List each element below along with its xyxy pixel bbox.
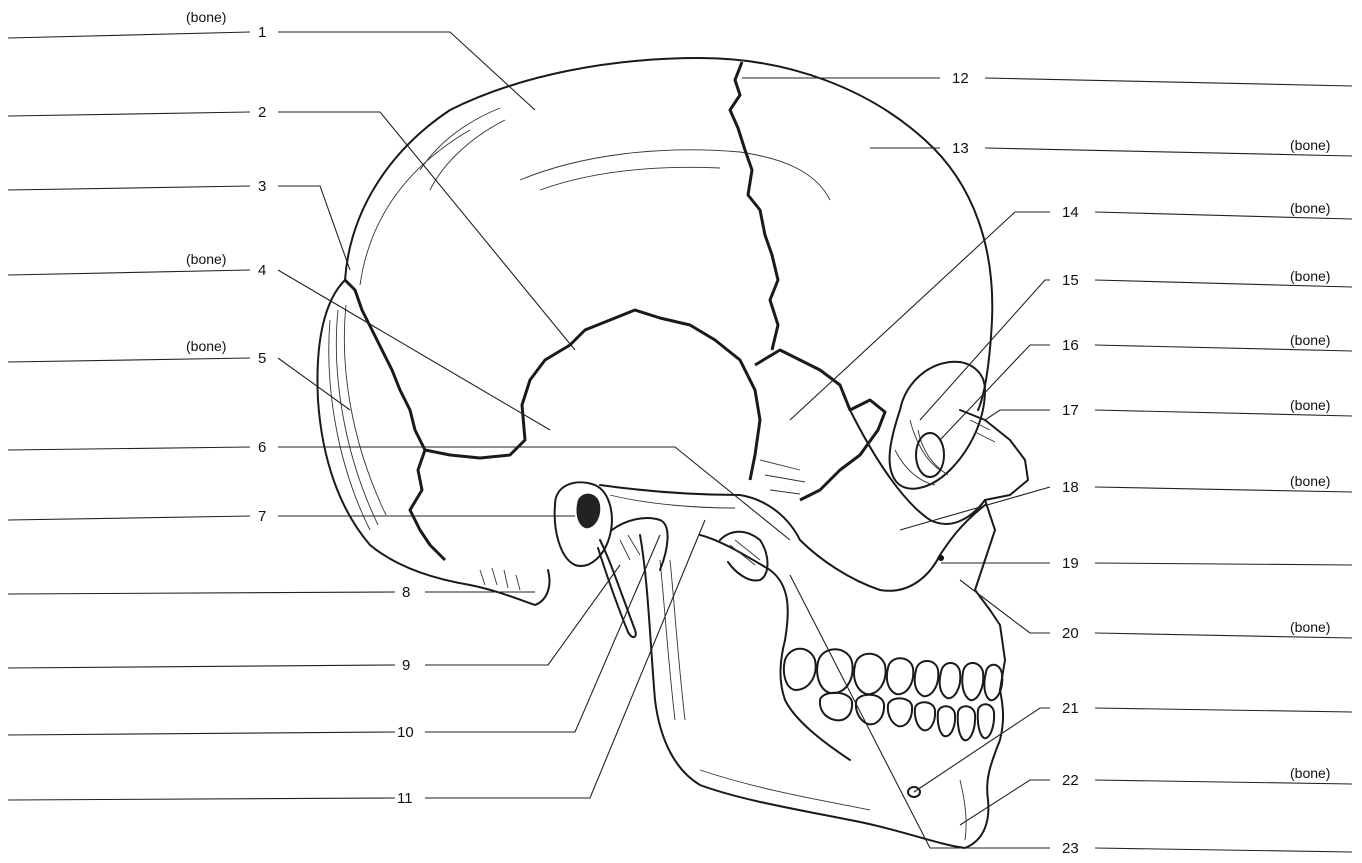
label-number-6: 6 <box>258 439 266 456</box>
cranium-ridge <box>360 130 470 285</box>
upper-teeth <box>784 649 1002 700</box>
bone-label-18: (bone) <box>1290 473 1330 489</box>
bone-label-20: (bone) <box>1290 619 1330 635</box>
label-number-13: 13 <box>952 140 969 157</box>
bone-label-5: (bone) <box>186 338 226 354</box>
bone-label-15: (bone) <box>1290 268 1330 284</box>
label-number-5: 5 <box>258 350 266 367</box>
occipital-outline <box>317 280 549 605</box>
mandible-outline <box>640 535 1003 848</box>
lambdoid-suture <box>345 280 445 560</box>
label-number-10: 10 <box>397 724 414 741</box>
nasal-outline <box>960 410 1028 500</box>
label-number-1: 1 <box>258 24 266 41</box>
label-number-11: 11 <box>397 790 413 807</box>
label-number-14: 14 <box>1062 204 1079 221</box>
bone-label-22: (bone) <box>1290 765 1330 781</box>
label-number-8: 8 <box>402 584 410 601</box>
label-number-23: 23 <box>1062 840 1079 857</box>
orbit-outline <box>890 362 985 489</box>
label-number-9: 9 <box>402 657 410 674</box>
label-number-15: 15 <box>1062 272 1079 289</box>
bone-label-13: (bone) <box>1290 137 1330 153</box>
label-number-20: 20 <box>1062 625 1079 642</box>
label-number-7: 7 <box>258 508 266 525</box>
bone-label-16: (bone) <box>1290 332 1330 348</box>
label-number-21: 21 <box>1062 700 1079 717</box>
zygomatic-arch <box>600 485 985 591</box>
lower-teeth <box>820 693 994 740</box>
label-number-16: 16 <box>1062 337 1079 354</box>
cranium-outline <box>345 58 992 410</box>
label-number-2: 2 <box>258 104 266 121</box>
sphenoid-outline <box>755 350 885 500</box>
coronal-suture <box>730 62 778 350</box>
skull-illustration <box>317 58 1028 848</box>
label-number-18: 18 <box>1062 479 1079 496</box>
label-number-3: 3 <box>258 178 266 195</box>
bone-label-17: (bone) <box>1290 397 1330 413</box>
infraorbital-foramen <box>938 555 944 561</box>
answer-lines <box>8 32 1352 852</box>
bone-label-1: (bone) <box>186 9 226 25</box>
label-number-4: 4 <box>258 262 266 279</box>
label-number-22: 22 <box>1062 772 1079 789</box>
bone-label-4: (bone) <box>186 251 226 267</box>
squamous-suture <box>425 310 760 480</box>
label-number-17: 17 <box>1062 402 1079 419</box>
bone-label-14: (bone) <box>1290 200 1330 216</box>
leader-lines <box>278 32 1050 848</box>
label-number-12: 12 <box>952 70 969 87</box>
label-number-19: 19 <box>1062 555 1079 572</box>
mastoid-process <box>612 518 668 570</box>
